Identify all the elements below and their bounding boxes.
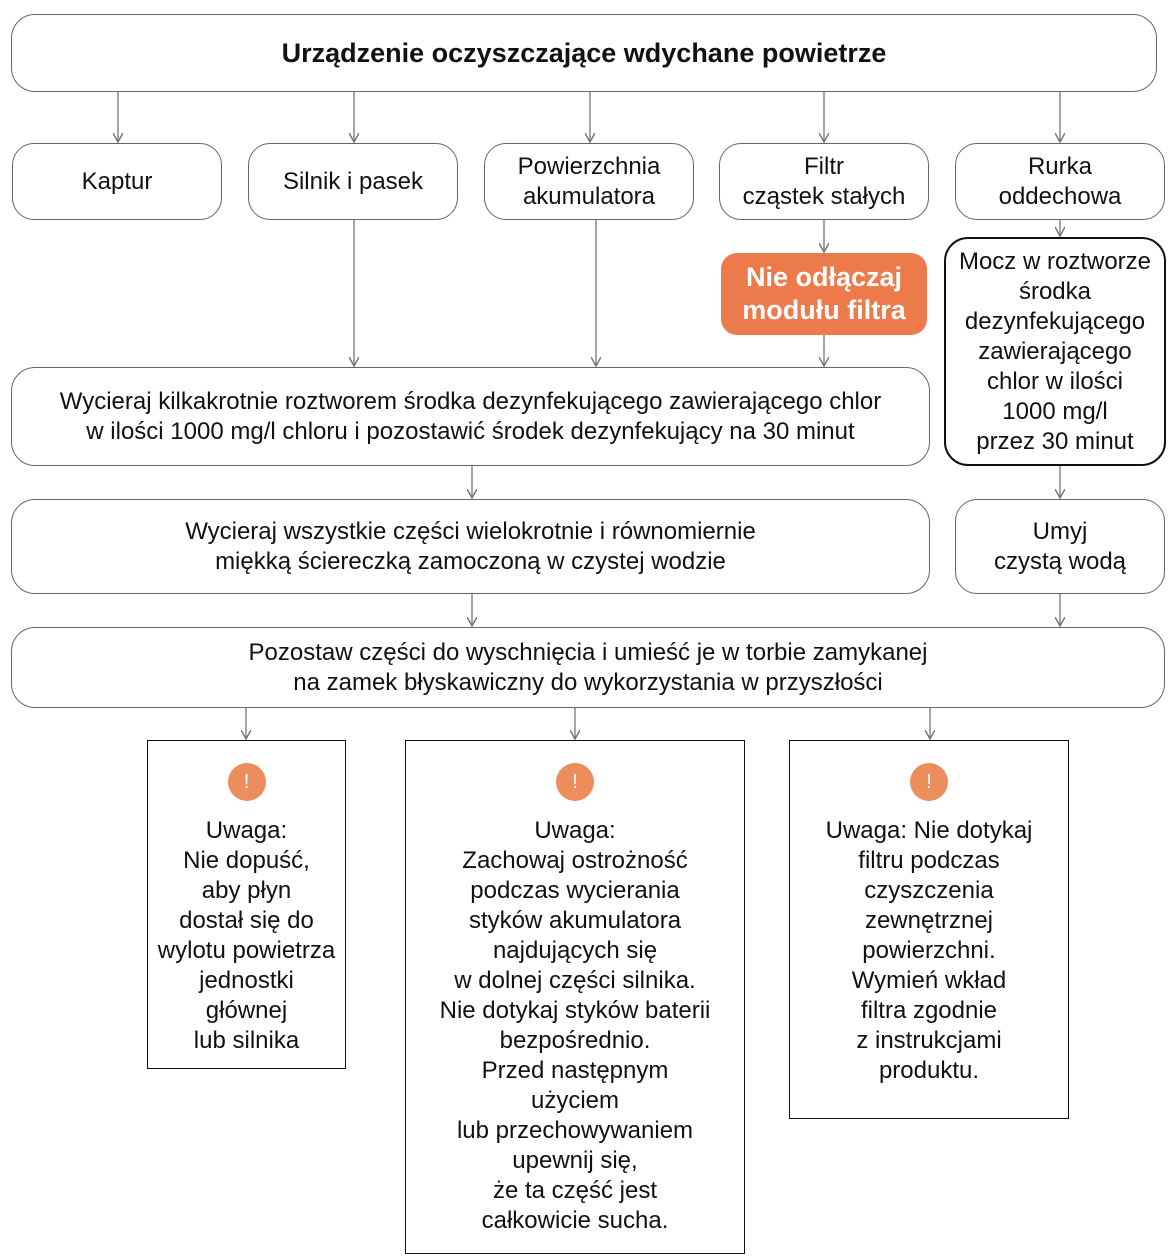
title-box: Urządzenie oczyszczające wdychane powiet… bbox=[11, 14, 1157, 92]
warning-icon: ! bbox=[556, 763, 594, 801]
dry-store-text: Pozostaw części do wyschnięcia i umieść … bbox=[248, 638, 928, 696]
note-filter-text: Uwaga: Nie dotykaj filtru podczas czyszc… bbox=[825, 817, 1033, 1084]
disinfect-step-text: Wycieraj kilkakrotnie roztworem środka d… bbox=[59, 387, 882, 445]
dry-store-step: Pozostaw części do wyschnięcia i umieść … bbox=[11, 627, 1165, 708]
rinse-tube-step: Umyj czystą wodą bbox=[955, 499, 1165, 594]
tube-soak-step: Mocz w roztworze środka dezynfekującego … bbox=[944, 237, 1166, 466]
note-liquid-text: Uwaga: Nie dopuść, aby płyn dostał się d… bbox=[157, 817, 336, 1054]
part-hood: Kaptur bbox=[12, 143, 222, 220]
part-breathing-tube: Rurka oddechowa bbox=[955, 143, 1165, 220]
note-liquid: ! Uwaga: Nie dopuść, aby płyn dostał się… bbox=[147, 740, 346, 1069]
part-battery-surface-label: Powierzchnia akumulatora bbox=[517, 152, 661, 210]
warning-icon: ! bbox=[227, 763, 266, 801]
part-particle-filter-label: Filtr cząstek stałych bbox=[742, 152, 906, 210]
tube-soak-text: Mocz w roztworze środka dezynfekującego … bbox=[958, 247, 1152, 455]
note-battery-contacts-text: Uwaga: Zachowaj ostrożność podczas wycie… bbox=[439, 817, 711, 1234]
filter-warning-text: Nie odłączaj modułu filtra bbox=[742, 262, 906, 325]
rinse-tube-text: Umyj czystą wodą bbox=[993, 517, 1127, 575]
warning-icon: ! bbox=[910, 763, 948, 801]
part-breathing-tube-label: Rurka oddechowa bbox=[998, 152, 1122, 210]
filter-warning: Nie odłączaj modułu filtra bbox=[721, 253, 927, 335]
part-hood-label: Kaptur bbox=[81, 167, 153, 195]
part-motor-belt-label: Silnik i pasek bbox=[282, 167, 424, 195]
disinfect-step: Wycieraj kilkakrotnie roztworem środka d… bbox=[11, 367, 930, 466]
note-filter: ! Uwaga: Nie dotykaj filtru podczas czys… bbox=[789, 740, 1069, 1119]
wipe-step-text: Wycieraj wszystkie części wielokrotnie i… bbox=[185, 517, 756, 575]
diagram-title: Urządzenie oczyszczające wdychane powiet… bbox=[281, 38, 887, 68]
part-battery-surface: Powierzchnia akumulatora bbox=[484, 143, 694, 220]
part-particle-filter: Filtr cząstek stałych bbox=[719, 143, 929, 220]
note-battery-contacts: ! Uwaga: Zachowaj ostrożność podczas wyc… bbox=[405, 740, 745, 1254]
wipe-step: Wycieraj wszystkie części wielokrotnie i… bbox=[11, 499, 930, 594]
part-motor-belt: Silnik i pasek bbox=[248, 143, 458, 220]
